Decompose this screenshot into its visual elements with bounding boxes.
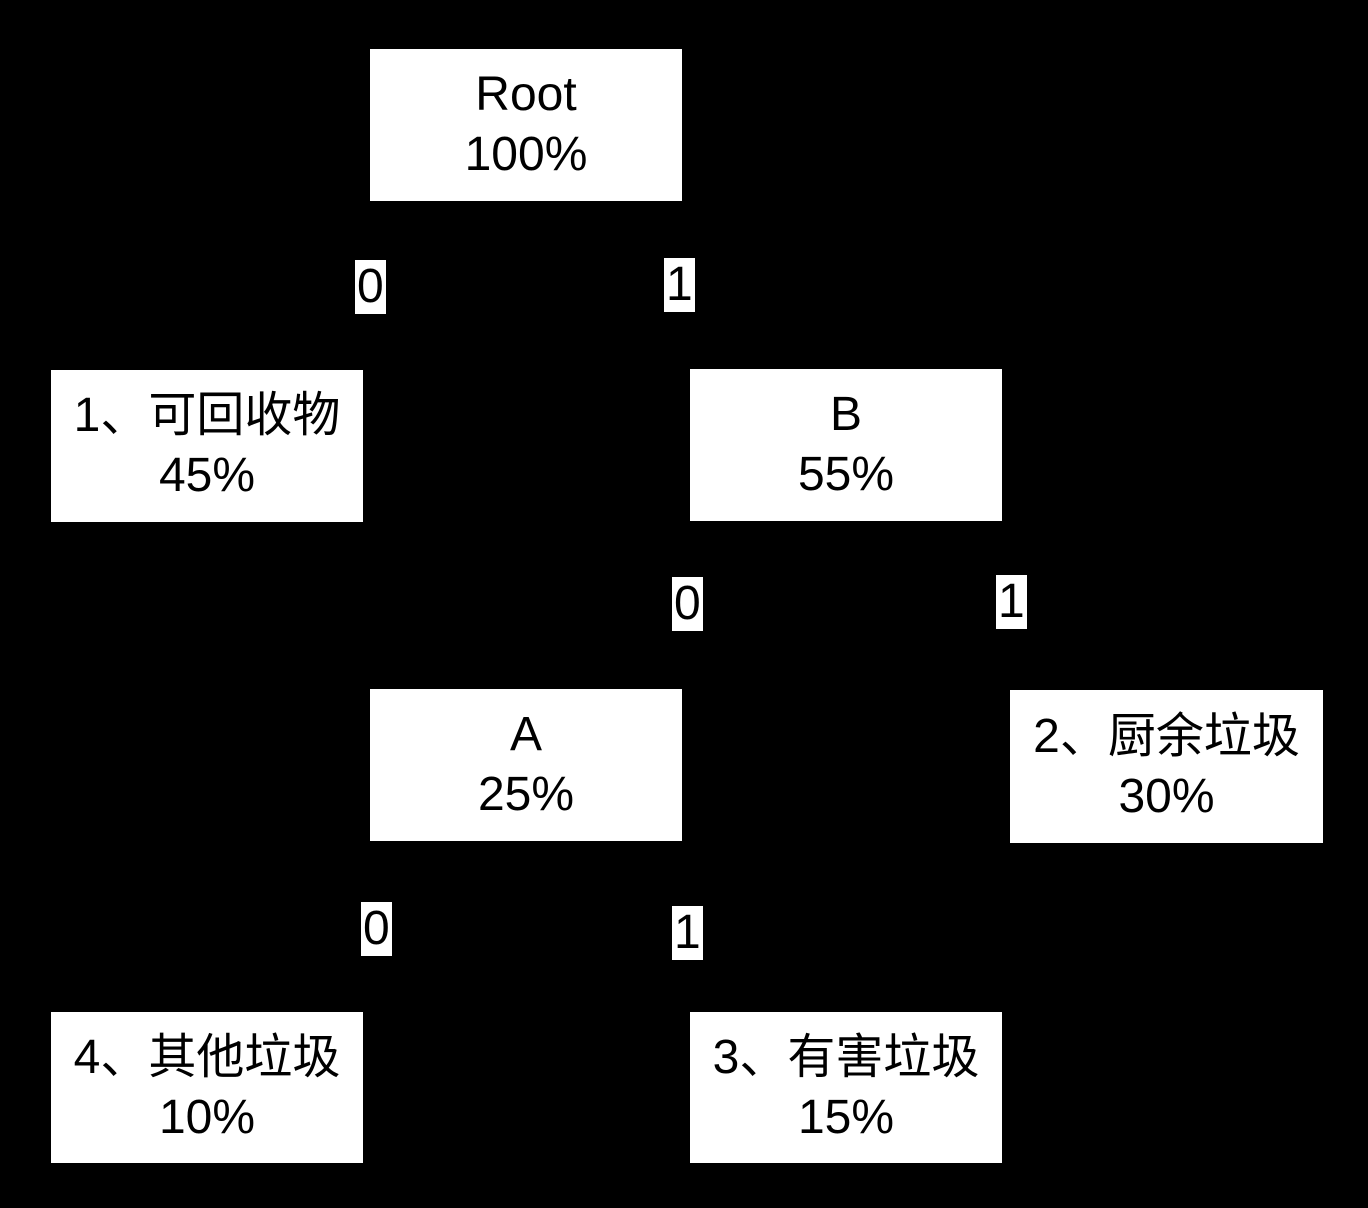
tree-node-other-waste: 4、其他垃圾 10% <box>51 1012 363 1163</box>
edge-label-b-0: 0 <box>672 577 703 631</box>
node-label: 4、其他垃圾 <box>73 1030 341 1084</box>
edge-label-a-0: 0 <box>361 902 392 956</box>
edge-label-a-1: 1 <box>672 906 703 960</box>
tree-node-hazardous-waste: 3、有害垃圾 15% <box>690 1012 1002 1163</box>
node-percentage: 55% <box>797 448 895 501</box>
tree-node-recyclable-waste: 1、可回收物 45% <box>51 370 363 522</box>
node-label: A <box>509 708 542 761</box>
node-label: B <box>829 388 862 441</box>
node-label: Root <box>475 68 577 121</box>
edge-label-root-1: 1 <box>664 258 695 312</box>
edge-label-root-0: 0 <box>355 260 386 314</box>
node-percentage: 30% <box>1118 769 1215 823</box>
tree-node-kitchen-waste: 2、厨余垃圾 30% <box>1010 690 1323 843</box>
node-label: 1、可回收物 <box>73 389 341 442</box>
node-percentage: 10% <box>158 1090 256 1144</box>
node-label: 2、厨余垃圾 <box>1033 709 1300 763</box>
node-percentage: 45% <box>158 449 256 502</box>
node-label: 3、有害垃圾 <box>712 1030 980 1084</box>
tree-node-root: Root 100% <box>370 49 682 201</box>
node-percentage: 100% <box>464 128 588 181</box>
tree-node-a: A 25% <box>370 689 682 841</box>
node-percentage: 15% <box>797 1090 895 1144</box>
tree-node-b: B 55% <box>690 369 1002 521</box>
node-percentage: 25% <box>477 768 575 821</box>
edge-label-b-1: 1 <box>996 575 1027 629</box>
